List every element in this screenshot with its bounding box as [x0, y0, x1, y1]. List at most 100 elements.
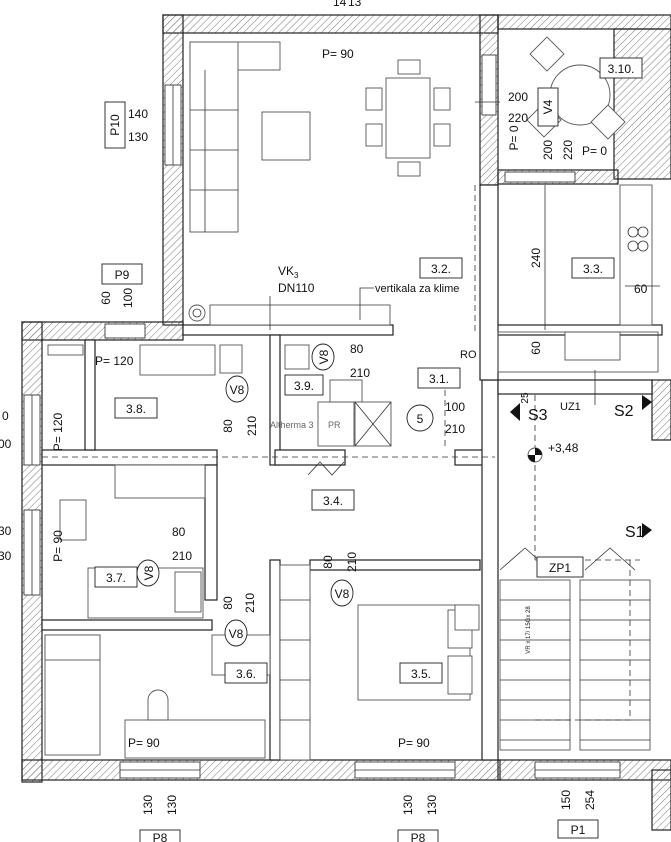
window-p9-label: P9 — [115, 268, 130, 282]
dim-130-a: 130 — [128, 130, 148, 144]
dim-130-d: 130 — [401, 795, 415, 815]
window-tag-v4 — [537, 87, 559, 127]
room-3-6-label: 3.6. — [236, 667, 256, 681]
dim-130-e: 130 — [425, 795, 439, 815]
vk-label: VK3 — [278, 264, 299, 280]
dim-30-b: 30 — [0, 549, 12, 563]
door-v8-a: V8 — [317, 349, 331, 364]
room-zp1-label: ZP1 — [549, 561, 571, 575]
door-v8-d: V8 — [335, 587, 350, 601]
dim-210-e: 210 — [345, 552, 359, 572]
stair-note: VR x 17/ 15Gx 28 — [526, 606, 532, 654]
room-3-2-label: 3.2. — [431, 262, 451, 276]
window-openings — [23, 54, 621, 779]
dn110-label: DN110 — [278, 281, 315, 295]
room-tag-3-9 — [284, 374, 324, 396]
window-p8b-label: P8 — [411, 831, 426, 842]
dim-80-a: 80 — [350, 342, 364, 356]
section-s1-arrow — [642, 523, 652, 538]
door-v8-c: V8 — [142, 565, 156, 580]
parapet-p0-b: P= 0 — [582, 144, 607, 158]
dim-100-b: 100 — [445, 400, 465, 414]
altherma-label: Altherma 3 — [270, 420, 314, 430]
window-tag-p9 — [101, 263, 143, 285]
door-v8-e: V8 — [229, 627, 244, 641]
door-circles — [136, 343, 354, 647]
window-p1-label: P1 — [571, 823, 586, 837]
room-tag-3-10 — [599, 57, 643, 79]
window-tag-p1 — [557, 819, 599, 839]
section-markers — [406, 395, 652, 538]
room-tag-3-4 — [311, 489, 355, 511]
window-p8a-label: P8 — [153, 831, 168, 842]
dim-00-cut: 00 — [0, 437, 12, 451]
room-tag-3-5 — [399, 662, 443, 684]
dim-120-cut: 0 — [2, 409, 9, 423]
door-5-circle — [406, 404, 434, 432]
room-tag-3-7 — [94, 566, 138, 588]
room-3-1-label: 3.1. — [429, 372, 449, 386]
dim-210-d: 210 — [172, 549, 192, 563]
parapet-p0-a: P= 0 — [507, 125, 521, 150]
section-s1-label: S1 — [625, 524, 645, 541]
dim-210-c: 210 — [445, 422, 465, 436]
dim-220-b: 220 — [561, 140, 575, 160]
stair-treads — [499, 547, 651, 751]
room-3-5-label: 3.5. — [411, 667, 431, 681]
dim-60-a: 60 — [99, 291, 113, 305]
dim-60-c: 60 — [529, 341, 543, 355]
dim-60-b: 60 — [634, 282, 648, 296]
dim-80-e: 80 — [221, 596, 235, 610]
room-3-7-label: 3.7. — [106, 571, 126, 585]
uz1-label: UZ1 — [560, 401, 581, 413]
section-s2-label: S2 — [614, 403, 634, 420]
dim-210-b: 210 — [245, 416, 259, 436]
room-3-4-label: 3.4. — [323, 494, 343, 508]
parapet-p90-left: P= 90 — [51, 530, 65, 562]
dim-130-b: 130 — [141, 795, 155, 815]
window-tag-p10 — [104, 101, 126, 149]
dim-14-top: 14 — [333, 0, 347, 9]
dim-25: 25 — [520, 392, 531, 404]
level-label: +3,48 — [548, 441, 579, 455]
dim-80-d: 80 — [321, 555, 335, 569]
room-tag-3-6 — [224, 662, 268, 684]
dim-200-a: 200 — [508, 90, 528, 104]
room-tag-3-1 — [417, 367, 461, 389]
dim-150: 150 — [559, 790, 573, 810]
ro-label: RO — [460, 349, 477, 361]
dim-140-a: 140 — [128, 107, 148, 121]
window-tag-p8a — [139, 829, 181, 842]
parapet-p120-b: P= 120 — [51, 412, 65, 451]
parapet-p120-a: P= 120 — [95, 354, 134, 368]
room-3-10-label: 3.10. — [608, 62, 635, 76]
pr-label: PR — [328, 420, 341, 430]
dim-80-b: 80 — [221, 419, 235, 433]
window-v4-label: V4 — [541, 99, 555, 114]
dim-13-top: 13 — [348, 0, 362, 9]
room-tag-3-8 — [114, 397, 158, 419]
vertikala-label: vertikala za klime — [375, 283, 459, 295]
parapet-p90-br: P= 90 — [398, 736, 430, 750]
section-s3-label: S3 — [528, 407, 548, 424]
section-s2-arrow — [642, 395, 652, 410]
door-v8-b: V8 — [230, 383, 245, 397]
dim-210-f: 210 — [243, 593, 257, 613]
parapet-p90-bl: P= 90 — [128, 736, 160, 750]
dim-80-c: 80 — [172, 525, 186, 539]
room-tag-3-3 — [571, 257, 615, 279]
tag-boxes — [94, 57, 643, 842]
window-tag-p8b — [397, 829, 439, 842]
room-3-8-label: 3.8. — [126, 402, 146, 416]
window-p10-label: P10 — [108, 114, 122, 136]
dim-210-a: 210 — [350, 366, 370, 380]
room-tag-3-2 — [419, 257, 463, 279]
dim-100-a: 100 — [121, 288, 135, 308]
room-3-3-label: 3.3. — [583, 262, 603, 276]
room-tag-zp1 — [536, 556, 584, 578]
section-s3-arrow — [510, 403, 520, 421]
leader-lines — [269, 101, 660, 405]
dim-30-a: 30 — [0, 524, 12, 538]
dim-130-c: 130 — [165, 795, 179, 815]
room-3-9-label: 3.9. — [294, 379, 314, 393]
